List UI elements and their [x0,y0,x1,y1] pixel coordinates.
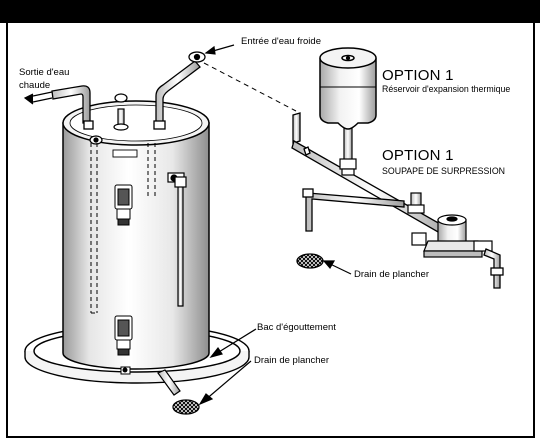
water-heater-tank [62,100,210,370]
floor-drain-bottom [172,399,200,415]
expansion-tank-connector [339,116,357,176]
cold-water-inlet-pipe [153,51,206,130]
pressure-regulator [411,214,493,258]
hot-water-arrow [23,91,53,105]
floor-drain-bottom-label: Drain de plancher [254,355,329,366]
upper-thermostat [114,184,133,226]
expansion-tank [319,47,377,130]
leader-arrows [198,44,352,406]
floor-drain-right [296,253,324,269]
floor-drain-right-label: Drain de plancher [354,269,429,280]
hot-water-outlet-pipe [51,85,94,130]
branch-pipe [302,188,405,232]
downstream-pipe [483,248,504,289]
tank-relief-valve [167,172,187,307]
relief-valve-label: SOUPAPE DE SURPRESSION [382,166,506,176]
expansion-tank-label: Réservoir d'expansion thermique [382,84,511,94]
main-supply-pipe [291,112,457,241]
drip-pan-label: Bac d'égouttement [257,322,336,333]
tank-drain-valve [120,366,131,375]
dip-tubes [90,143,156,314]
dashed-connection [203,62,297,112]
option1-tank-label: OPTION 1 [382,67,454,84]
hot-water-outlet-label-line1: Sortie d'eau [19,67,70,78]
hot-water-outlet-label-line2: chaude [19,80,51,91]
option1-valve-label: OPTION 1 [382,147,454,164]
pan-drain-tube [157,369,181,396]
cold-water-inlet-label: Entrée d'eau froide [241,36,321,47]
water-heater-diagram [23,44,504,415]
lower-thermostat [114,315,133,356]
tank-top-fittings [89,93,138,158]
diagram-frame: Entrée d'eau froide Sortie d'eau chaude … [6,23,535,438]
header-bar [0,0,540,23]
assembly-relief-valve [407,192,425,214]
